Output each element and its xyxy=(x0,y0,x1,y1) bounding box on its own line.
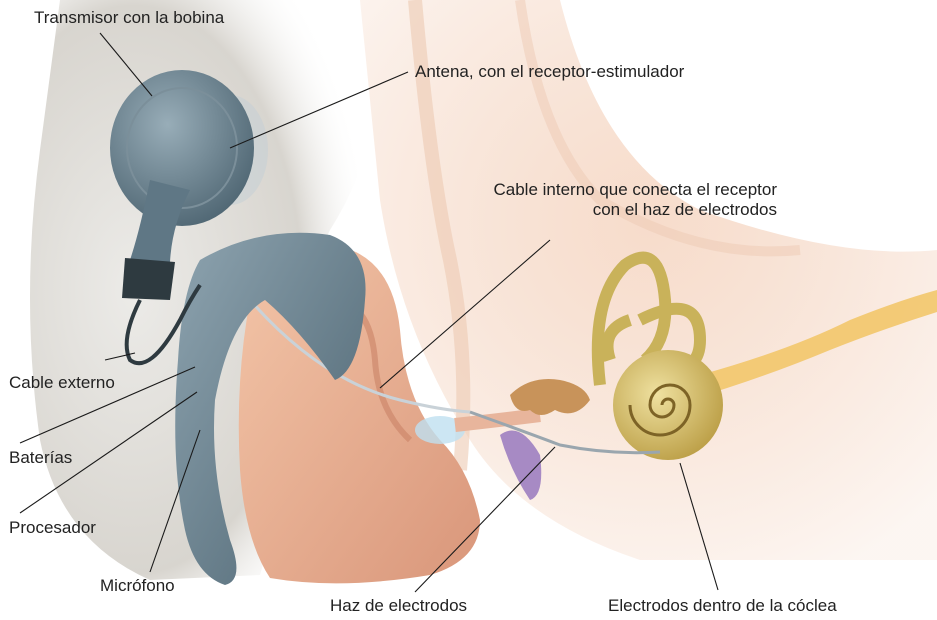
label-batteries: Baterías xyxy=(9,448,72,468)
cochlea xyxy=(613,350,723,460)
label-microphone: Micrófono xyxy=(100,576,175,596)
label-transmitter: Transmisor con la bobina xyxy=(34,8,224,28)
label-external-cable: Cable externo xyxy=(9,373,115,393)
label-electrode-bundle: Haz de electrodos xyxy=(330,596,467,616)
label-internal-cable-line2: con el haz de electrodos xyxy=(417,200,777,220)
label-processor: Procesador xyxy=(9,518,96,538)
label-cochlea-electrodes: Electrodos dentro de la cóclea xyxy=(608,596,837,616)
label-internal-cable: Cable interno que conecta el receptor co… xyxy=(417,180,777,220)
label-internal-cable-line1: Cable interno que conecta el receptor xyxy=(417,180,777,200)
label-antenna: Antena, con el receptor-estimulador xyxy=(415,62,684,82)
